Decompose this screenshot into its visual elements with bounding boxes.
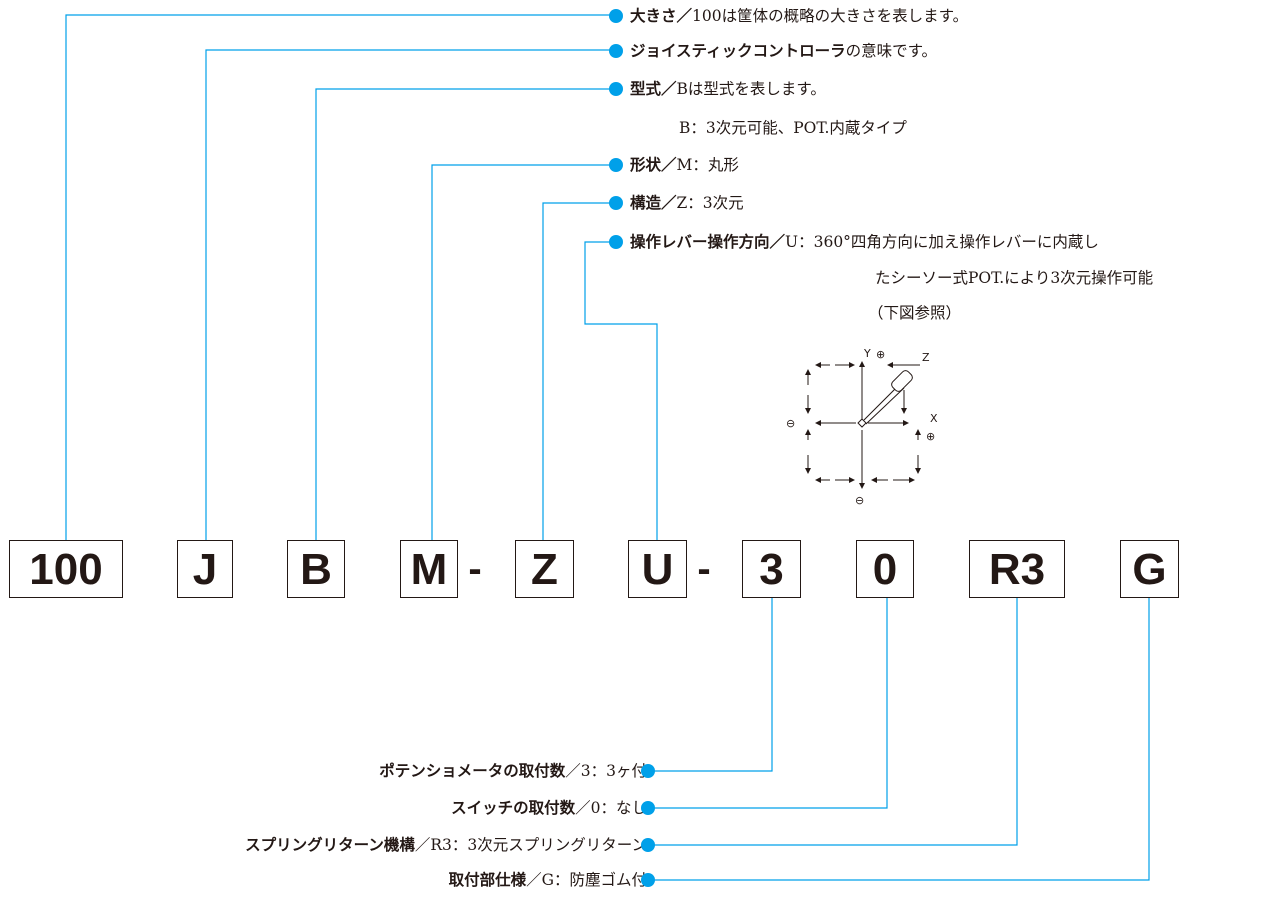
code-box-direction: U [628,540,687,598]
label-desc: M：丸形 [676,156,739,174]
y-minus-symbol: ⊖ [855,494,864,507]
dash-2: - [697,547,711,591]
label-sep: ／ [661,156,677,174]
leader-shape [431,164,612,540]
leader-return [652,598,1018,846]
label-desc: Bは型式を表します。 [676,80,826,98]
label-desc: 100は筐体の概略の大きさを表します。 [692,7,969,25]
code-box-structure: Z [515,540,574,598]
label-model-sub: B：3次元可能、POT.内蔵タイプ [679,119,907,137]
code-box-pot: 3 [742,540,801,598]
label-desc: ／G：防塵ゴム付 [526,871,647,889]
label-key: ジョイスティックコントローラ [630,42,846,60]
bullet-dot [609,158,623,172]
leader-direction [584,241,658,540]
label-direction-sub: たシーソー式POT.により3次元操作可能 [875,269,1154,287]
label-sep: ／ [676,7,693,25]
label-key: 形状 [630,156,662,174]
label-structure: 構造／Z：3次元 [630,193,744,213]
leader-type [205,49,612,540]
label-desc: Z：3次元 [676,194,744,212]
code-box-switch: 0 [856,540,914,598]
label-key: 操作レバー操作方向 [630,233,770,251]
bullet-dot [609,196,623,210]
lever-shaft [863,383,901,421]
label-shape: 形状／M：丸形 [630,155,739,175]
leader-structure [542,202,612,540]
bullet-dot [641,801,655,815]
label-direction-ref: （下図参照） [868,304,962,322]
label-key: 大きさ [630,7,677,25]
bullet-dot [641,838,655,852]
bullet-dot [609,82,623,96]
label-key: スプリングリターン機構 [245,836,415,854]
lever-pivot [857,418,867,428]
y-plus-symbol: ⊕ [876,348,885,361]
label-sep: ／ [661,194,677,212]
label-desc: の意味です。 [845,42,938,60]
bullet-dot [609,235,623,249]
bullet-dot [609,44,623,58]
label-sep: ／ [769,233,786,251]
x-minus-symbol: ⊖ [786,417,795,430]
leader-mount [652,598,1150,881]
label-direction: 操作レバー操作方向／U：360°四角方向に加え操作レバーに内蔵し [630,232,1099,252]
code-box-return: R3 [969,540,1065,598]
code-box-model: B [287,540,345,598]
y-axis-label: Y [863,347,871,360]
label-key: 型式 [630,80,662,98]
label-sep: ／ [661,80,677,98]
x-plus-symbol: ⊕ [926,430,935,443]
label-key: ポテンショメータの取付数 [379,762,566,780]
label-pot: ポテンショメータの取付数／3：3ヶ付 [379,761,647,781]
x-axis-label: X [930,412,938,425]
code-box-size: 100 [9,540,123,598]
label-desc: U：360°四角方向に加え操作レバーに内蔵し [785,233,1099,251]
label-mount: 取付部仕様／G：防塵ゴム付 [449,870,647,890]
label-size: 大きさ／100は筐体の概略の大きさを表します。 [630,6,968,26]
label-desc: ／R3：3次元スプリングリターン [414,836,647,854]
leader-switch [652,598,888,809]
label-key: 取付部仕様 [448,871,527,889]
bullet-dot [609,9,623,23]
label-desc: ／0：なし [575,799,647,817]
leader-pot [652,598,773,772]
dash-1: - [468,547,482,591]
code-box-mount: G [1120,540,1179,598]
label-desc: ／3：3ヶ付 [565,762,647,780]
label-key: スイッチの取付数 [451,799,576,817]
bullet-dot [641,873,655,887]
label-model: 型式／Bは型式を表します。 [630,79,826,99]
code-box-shape: M [400,540,458,598]
label-switch: スイッチの取付数／0：なし [451,798,647,818]
leader-model [315,88,612,540]
label-key: 構造 [630,194,662,212]
lever-knob [891,370,913,392]
label-type: ジョイスティックコントローラの意味です。 [630,41,937,61]
joystick-direction-inset: Y ⊕ Z X ⊕ ⊖ ⊖ [786,347,938,507]
label-return: スプリングリターン機構／R3：3次元スプリングリターン [245,835,647,855]
bullet-dot [641,764,655,778]
leader-size [65,14,612,540]
z-axis-label: Z [922,351,930,364]
code-box-type: J [177,540,233,598]
